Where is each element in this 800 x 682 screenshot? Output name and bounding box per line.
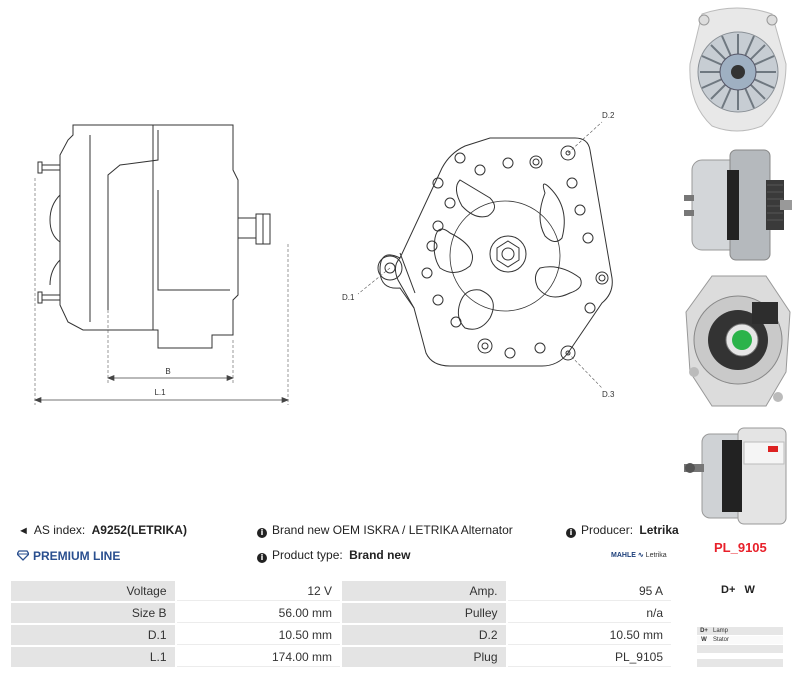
table-row: D.1 10.50 mm D.2 10.50 mm	[11, 625, 671, 645]
spec-label: Amp.	[342, 581, 506, 601]
spec-value: PL_9105	[507, 647, 671, 667]
spec-value: 12 V	[176, 581, 340, 601]
side-view-drawing: B L.1	[34, 124, 289, 405]
as-index-line: ◄AS index: A9252(LETRIKA)	[18, 523, 187, 537]
plug-legend-row: W Stator	[697, 636, 783, 644]
plug-terminal-code: D+	[700, 628, 708, 634]
product-photo-side[interactable]	[682, 140, 794, 270]
info-icon: i	[566, 528, 576, 538]
plug-legend-row: D+ Lamp	[697, 627, 783, 635]
as-index-value: A9252(LETRIKA)	[91, 523, 187, 537]
spec-value: 174.00 mm	[176, 647, 340, 667]
spec-value: 56.00 mm	[176, 603, 340, 623]
product-photo-top[interactable]	[682, 420, 794, 530]
producer-value: Letrika	[639, 523, 679, 537]
description-text: Brand new OEM ISKRA / LETRIKA Alternator	[272, 523, 513, 537]
front-view-drawing: D.2 D.1 D.3	[342, 111, 615, 399]
product-photo-front[interactable]	[682, 4, 794, 136]
spec-value: 10.50 mm	[176, 625, 340, 645]
diamond-icon	[16, 550, 30, 561]
spec-label: D.1	[11, 625, 175, 645]
product-type-value: Brand new	[349, 548, 411, 562]
table-row: L.1 174.00 mm Plug PL_9105	[11, 647, 671, 667]
dimension-label-d2: D.2	[602, 111, 615, 120]
description-line: i Brand new OEM ISKRA / LETRIKA Alternato…	[257, 523, 513, 538]
dimension-label-d1: D.1	[342, 293, 355, 302]
dimension-label-d3: D.3	[602, 390, 615, 399]
plug-code[interactable]: PL_9105	[714, 540, 767, 555]
spec-value: 95 A	[507, 581, 671, 601]
premium-line-badge[interactable]: PREMIUM LINE	[16, 547, 120, 565]
info-icon: i	[257, 553, 267, 563]
brand-logo: MAHLE ∿ Letrika	[611, 552, 667, 559]
dimension-label-b: B	[165, 367, 170, 376]
spec-label: Voltage	[11, 581, 175, 601]
tag-icon: ◄	[18, 525, 29, 537]
plug-terminal-code: W	[701, 637, 707, 643]
spec-label: Pulley	[342, 603, 506, 623]
specs-table: Voltage 12 V Amp. 95 A Size B 56.00 mm P…	[9, 579, 673, 669]
spec-label: Size B	[11, 603, 175, 623]
product-photo-rear[interactable]	[682, 272, 794, 414]
dimension-label-l1: L.1	[154, 388, 166, 397]
plug-legend-row-empty	[697, 645, 783, 653]
plug-terminal-desc: Lamp	[713, 628, 729, 634]
spec-label: D.2	[342, 625, 506, 645]
spec-label: Plug	[342, 647, 506, 667]
spec-value: 10.50 mm	[507, 625, 671, 645]
table-row: Size B 56.00 mm Pulley n/a	[11, 603, 671, 623]
plug-terminals-header: D+ W	[721, 584, 755, 596]
spec-value: n/a	[507, 603, 671, 623]
spec-label: L.1	[11, 647, 175, 667]
wave-icon: ∿	[637, 552, 644, 559]
info-icon: i	[257, 528, 267, 538]
plug-terminal-desc: Stator	[713, 637, 730, 643]
table-row: Voltage 12 V Amp. 95 A	[11, 581, 671, 601]
plug-legend-row-empty	[697, 659, 783, 667]
